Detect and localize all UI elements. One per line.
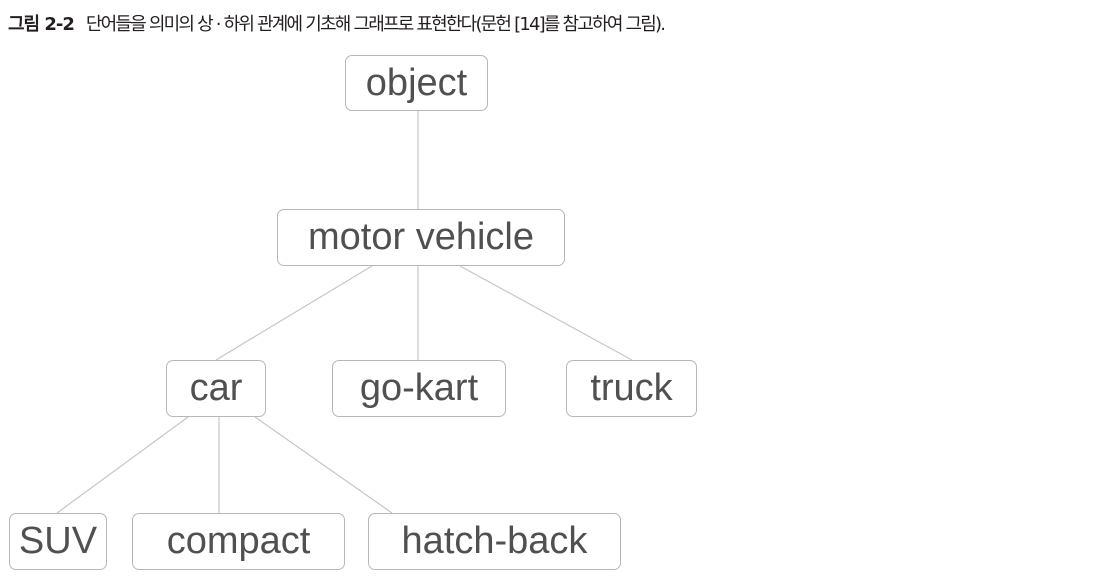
node-hatch-back: hatch-back — [368, 513, 621, 570]
node-car: car — [166, 360, 266, 417]
edge-motor-vehicle-truck — [459, 265, 633, 361]
node-motor-vehicle: motor vehicle — [277, 209, 565, 266]
edge-motor-vehicle-car — [215, 265, 373, 361]
figure-caption: 그림 2-2 단어들을 의미의 상 · 하위 관계에 기초해 그래프로 표현한다… — [8, 8, 666, 38]
node-suv: SUV — [9, 513, 107, 570]
node-compact: compact — [132, 513, 345, 570]
edge-car-hatch-back — [254, 416, 393, 514]
node-truck: truck — [566, 360, 697, 417]
node-object: object — [345, 55, 488, 111]
figure-caption-text: 단어들을 의미의 상 · 하위 관계에 기초해 그래프로 표현한다(문헌 [14… — [85, 14, 666, 35]
figure-label: 그림 2-2 — [8, 14, 75, 35]
edge-car-suv — [56, 416, 189, 514]
node-go-kart: go-kart — [332, 360, 506, 417]
